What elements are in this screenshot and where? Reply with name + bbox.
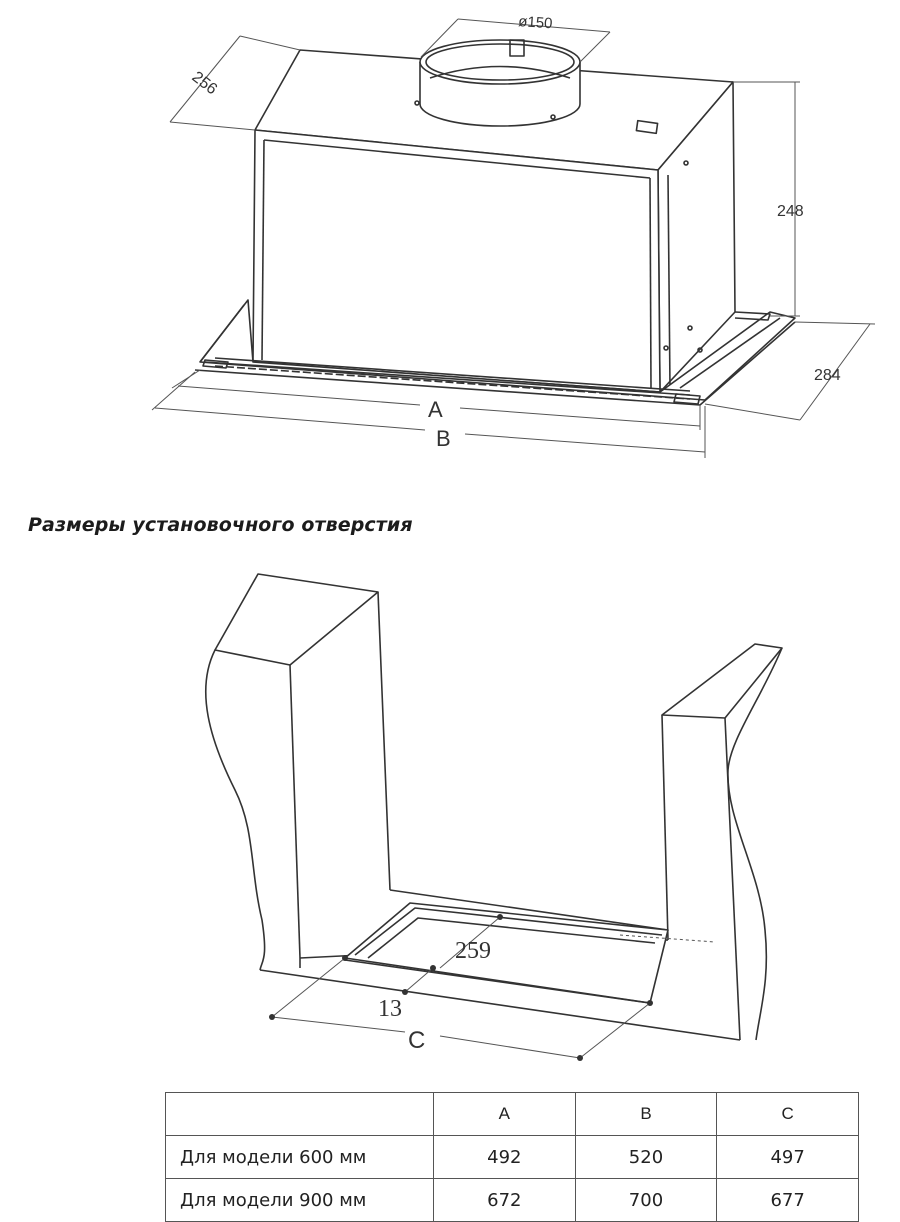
- label-b: B: [436, 426, 451, 451]
- label-height: 248: [777, 203, 804, 220]
- label-a: A: [428, 397, 443, 422]
- table-header-b: B: [574, 1092, 718, 1136]
- model-name: Для модели 600 мм: [165, 1135, 434, 1179]
- table-header-empty: [165, 1092, 434, 1136]
- hood-front-face: [252, 129, 661, 393]
- table-row: Для модели 900 мм 672 700 677: [165, 1178, 859, 1222]
- hood-bottom-flange: [199, 299, 796, 401]
- left-wall-top: [214, 573, 379, 666]
- value-a: 672: [433, 1178, 576, 1222]
- label-duct-diameter: ø150: [518, 13, 553, 32]
- right-wall-top: [661, 643, 783, 719]
- value-c: 677: [716, 1178, 859, 1222]
- label-depth-bottom: 284: [814, 367, 841, 384]
- hood-dimension-diagram: ø150 256 248 284 A B: [151, 13, 876, 458]
- label-c: C: [408, 1027, 425, 1054]
- table-header-row: A B C: [165, 1092, 859, 1136]
- value-c: 497: [716, 1135, 859, 1179]
- value-b: 520: [574, 1135, 718, 1179]
- section-heading: Размеры установочного отверстия: [28, 514, 413, 536]
- cutout-dimension-diagram: 259 13 C: [204, 573, 783, 1061]
- label-259: 259: [455, 938, 491, 964]
- label-13: 13: [378, 996, 402, 1022]
- table-header-c: C: [716, 1092, 859, 1136]
- table-header-a: A: [433, 1092, 576, 1136]
- value-a: 492: [433, 1135, 576, 1179]
- value-b: 700: [574, 1178, 718, 1222]
- dimensions-table: A B C Для модели 600 мм 492 520 497 Для …: [165, 1092, 859, 1222]
- model-name: Для модели 900 мм: [165, 1178, 434, 1222]
- table-row: Для модели 600 мм 492 520 497: [165, 1135, 859, 1179]
